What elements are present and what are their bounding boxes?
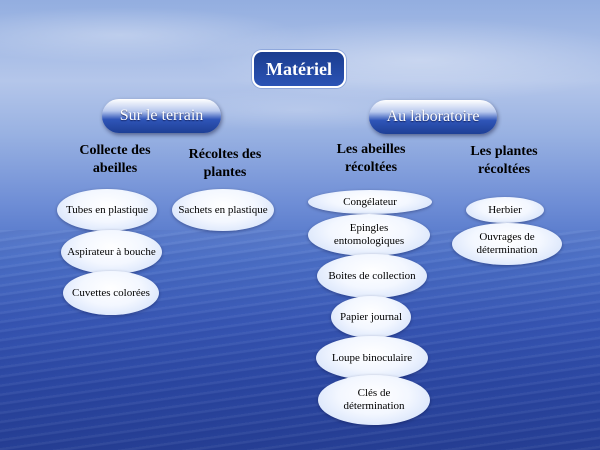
item-aspirateur-bouche: Aspirateur à bouche xyxy=(61,230,162,274)
item-epingles-entomologiques: Epingles entomologiques xyxy=(308,214,430,256)
item-congelateur: Congélateur xyxy=(308,190,432,214)
item-boites-collection: Boites de collection xyxy=(317,254,427,298)
item-tubes-plastique: Tubes en plastique xyxy=(57,189,157,231)
column-heading-abeilles-recoltees: Les abeilles récoltées xyxy=(336,142,406,175)
item-herbier: Herbier xyxy=(466,197,544,223)
item-cuvettes-colorees: Cuvettes colorées xyxy=(63,271,159,315)
column-heading-recoltes-plantes: Récoltes des plantes xyxy=(188,147,262,180)
column-heading-plantes-recoltees: Les plantes récoltées xyxy=(470,144,538,177)
group-laboratoire: Au laboratoire xyxy=(369,100,497,134)
group-terrain: Sur le terrain xyxy=(102,99,221,133)
item-papier-journal: Papier journal xyxy=(331,296,411,338)
group-laboratoire-label: Au laboratoire xyxy=(386,108,480,125)
column-heading-collecte: Collecte des abeilles xyxy=(79,143,151,176)
item-sachets-plastique: Sachets en plastique xyxy=(172,189,274,231)
diagram-title: Matériel xyxy=(252,50,346,88)
item-loupe-binoculaire: Loupe binoculaire xyxy=(316,336,428,380)
item-ouvrages-determination: Ouvrages de détermination xyxy=(452,223,562,265)
item-cles-determination: Clés de détermination xyxy=(318,375,430,425)
group-terrain-label: Sur le terrain xyxy=(119,107,204,124)
